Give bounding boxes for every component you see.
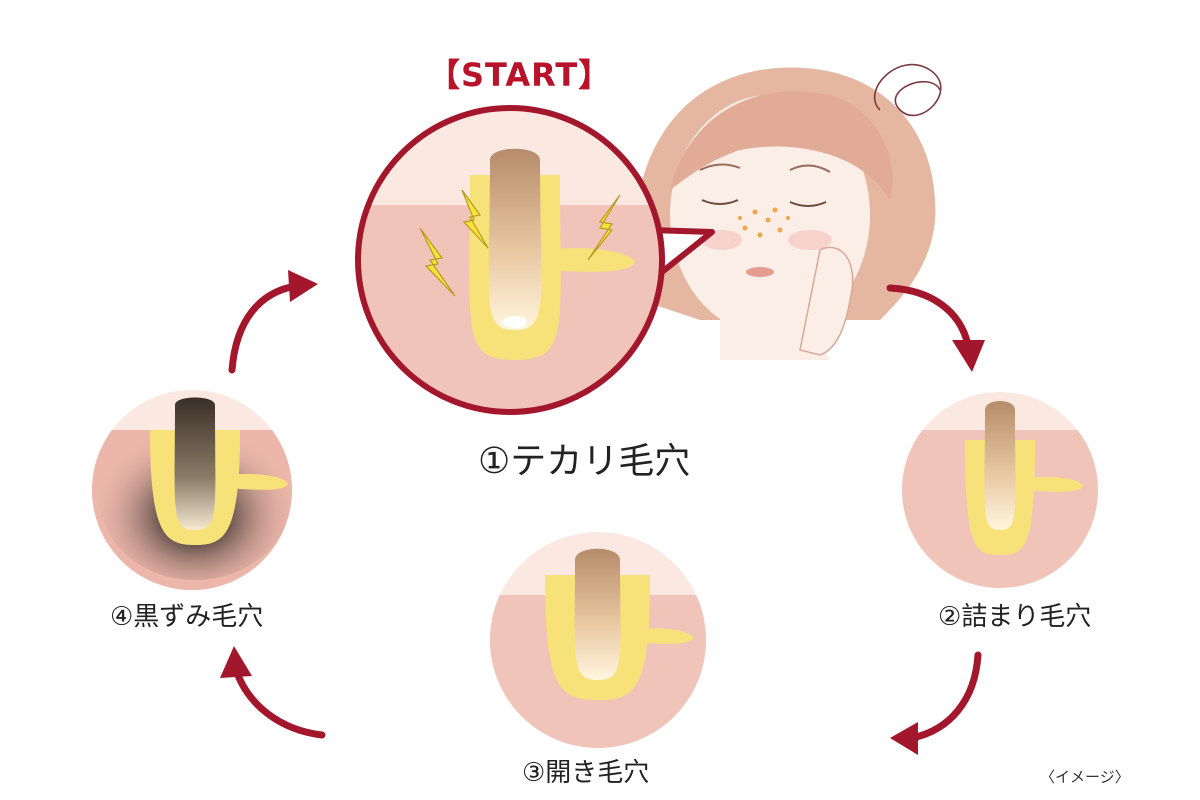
stage2-label: ②詰まり毛穴	[938, 602, 1092, 632]
woman-illustration	[634, 63, 942, 360]
stage3-label: ③開き毛穴	[522, 758, 650, 788]
stage4-pore-illustration	[92, 390, 292, 590]
image-note: 〈イメージ〉	[1040, 768, 1130, 786]
stage2-pore-illustration	[902, 392, 1098, 588]
arrow-1-to-2	[886, 284, 972, 349]
arrow-3-to-4	[232, 666, 326, 739]
start-label: 【START】	[428, 56, 612, 94]
arrow-4-to-1	[228, 282, 300, 374]
stage1-label: ①テカリ毛穴	[478, 441, 691, 482]
stage3-pore-illustration	[490, 532, 706, 748]
cycle-arrows	[220, 270, 985, 755]
arrow-2-to-3	[908, 651, 982, 742]
stage4-label: ④黒ずみ毛穴	[110, 602, 264, 632]
